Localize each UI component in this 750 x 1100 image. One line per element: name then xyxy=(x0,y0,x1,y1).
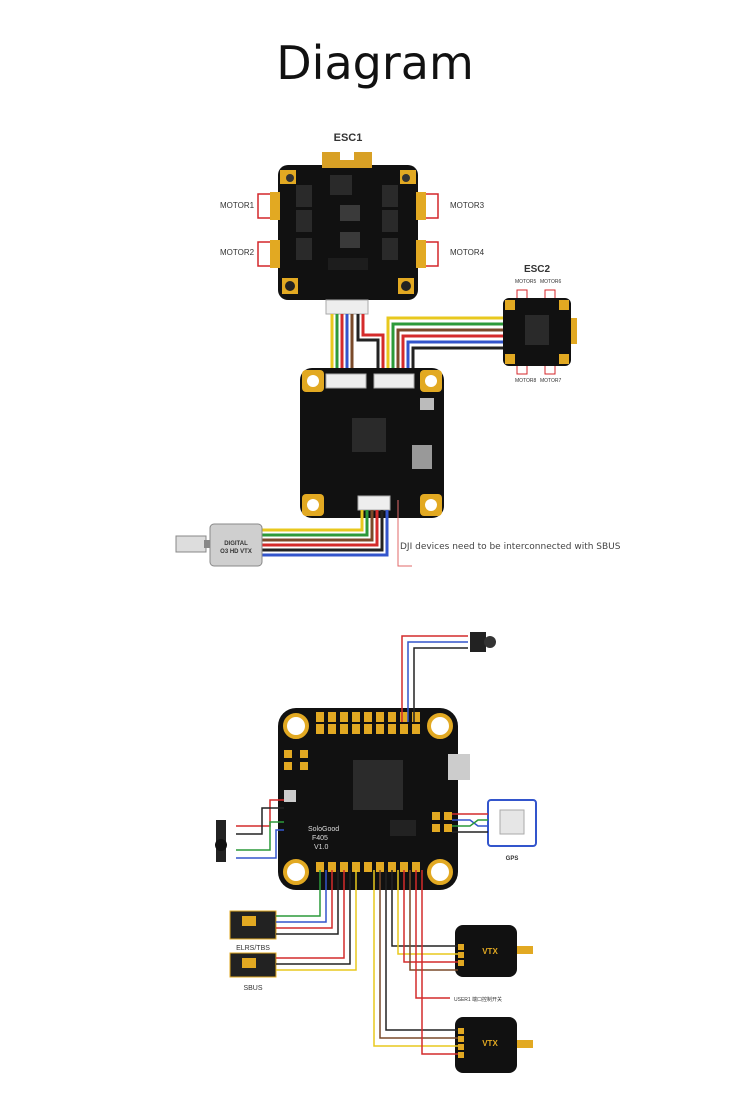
elrs-label: ELRS/TBS xyxy=(236,945,270,952)
esc2-motor-brackets xyxy=(516,289,556,375)
esc2-label: ESC2 xyxy=(524,264,551,275)
camera-wires xyxy=(401,635,468,722)
gps-label: GPS xyxy=(506,856,519,862)
vtx2-module xyxy=(455,1017,533,1073)
esc2-board xyxy=(503,298,577,366)
vtx-label-2: O3 HD VTX xyxy=(220,549,252,555)
motor1-label: MOTOR1 xyxy=(220,201,255,210)
esc1-label: ESC1 xyxy=(334,132,363,144)
sbus-wires xyxy=(276,870,357,971)
board-name-2: F405 xyxy=(312,835,328,842)
esc2-motor6-label: MOTOR6 xyxy=(540,279,562,285)
dji-vtx xyxy=(175,523,263,567)
fc-pads-top xyxy=(316,712,420,734)
user1-note: USER1 端口控制开关 xyxy=(454,996,502,1003)
esc2-fc-wires xyxy=(386,316,503,375)
esc2-motor8-label: MOTOR8 xyxy=(515,378,537,384)
gps-wires xyxy=(452,813,488,833)
esc1-board xyxy=(270,150,426,315)
fc-board-top xyxy=(300,368,444,518)
esc2-motor5-label: MOTOR5 xyxy=(515,279,537,285)
sbus-receiver xyxy=(229,952,277,978)
page-title: Diagram xyxy=(276,36,474,90)
fc-vtx-wires xyxy=(262,510,389,557)
board-name-3: V1.0 xyxy=(314,844,329,851)
vtx1-module xyxy=(455,925,533,977)
note-pointer xyxy=(397,500,412,567)
board-name-1: SoloGood xyxy=(308,826,339,833)
esc2-motor7-label: MOTOR7 xyxy=(540,378,562,384)
fc-board-bottom xyxy=(278,708,470,890)
vtx1-label: VTX xyxy=(482,947,498,956)
motor4-label: MOTOR4 xyxy=(450,248,485,257)
buzzer-wires xyxy=(236,799,284,859)
camera-icon xyxy=(470,632,496,652)
motor3-label: MOTOR3 xyxy=(450,201,485,210)
elrs-wires xyxy=(276,870,339,935)
sbus-label: SBUS xyxy=(243,985,262,992)
elrs-receiver xyxy=(229,910,277,940)
motor-brackets xyxy=(257,193,439,267)
buzzer xyxy=(215,820,227,862)
fc-pads-bottom xyxy=(284,750,452,872)
motor2-label: MOTOR2 xyxy=(220,248,255,257)
vtx2-label: VTX xyxy=(482,1039,498,1048)
gps-module xyxy=(487,799,537,847)
dji-sbus-note: DJI devices need to be interconnected wi… xyxy=(400,542,621,552)
vtx-label-1: DIGITAL xyxy=(224,541,248,547)
vtx-wires xyxy=(373,870,458,1055)
esc1-fc-wires xyxy=(330,314,385,375)
